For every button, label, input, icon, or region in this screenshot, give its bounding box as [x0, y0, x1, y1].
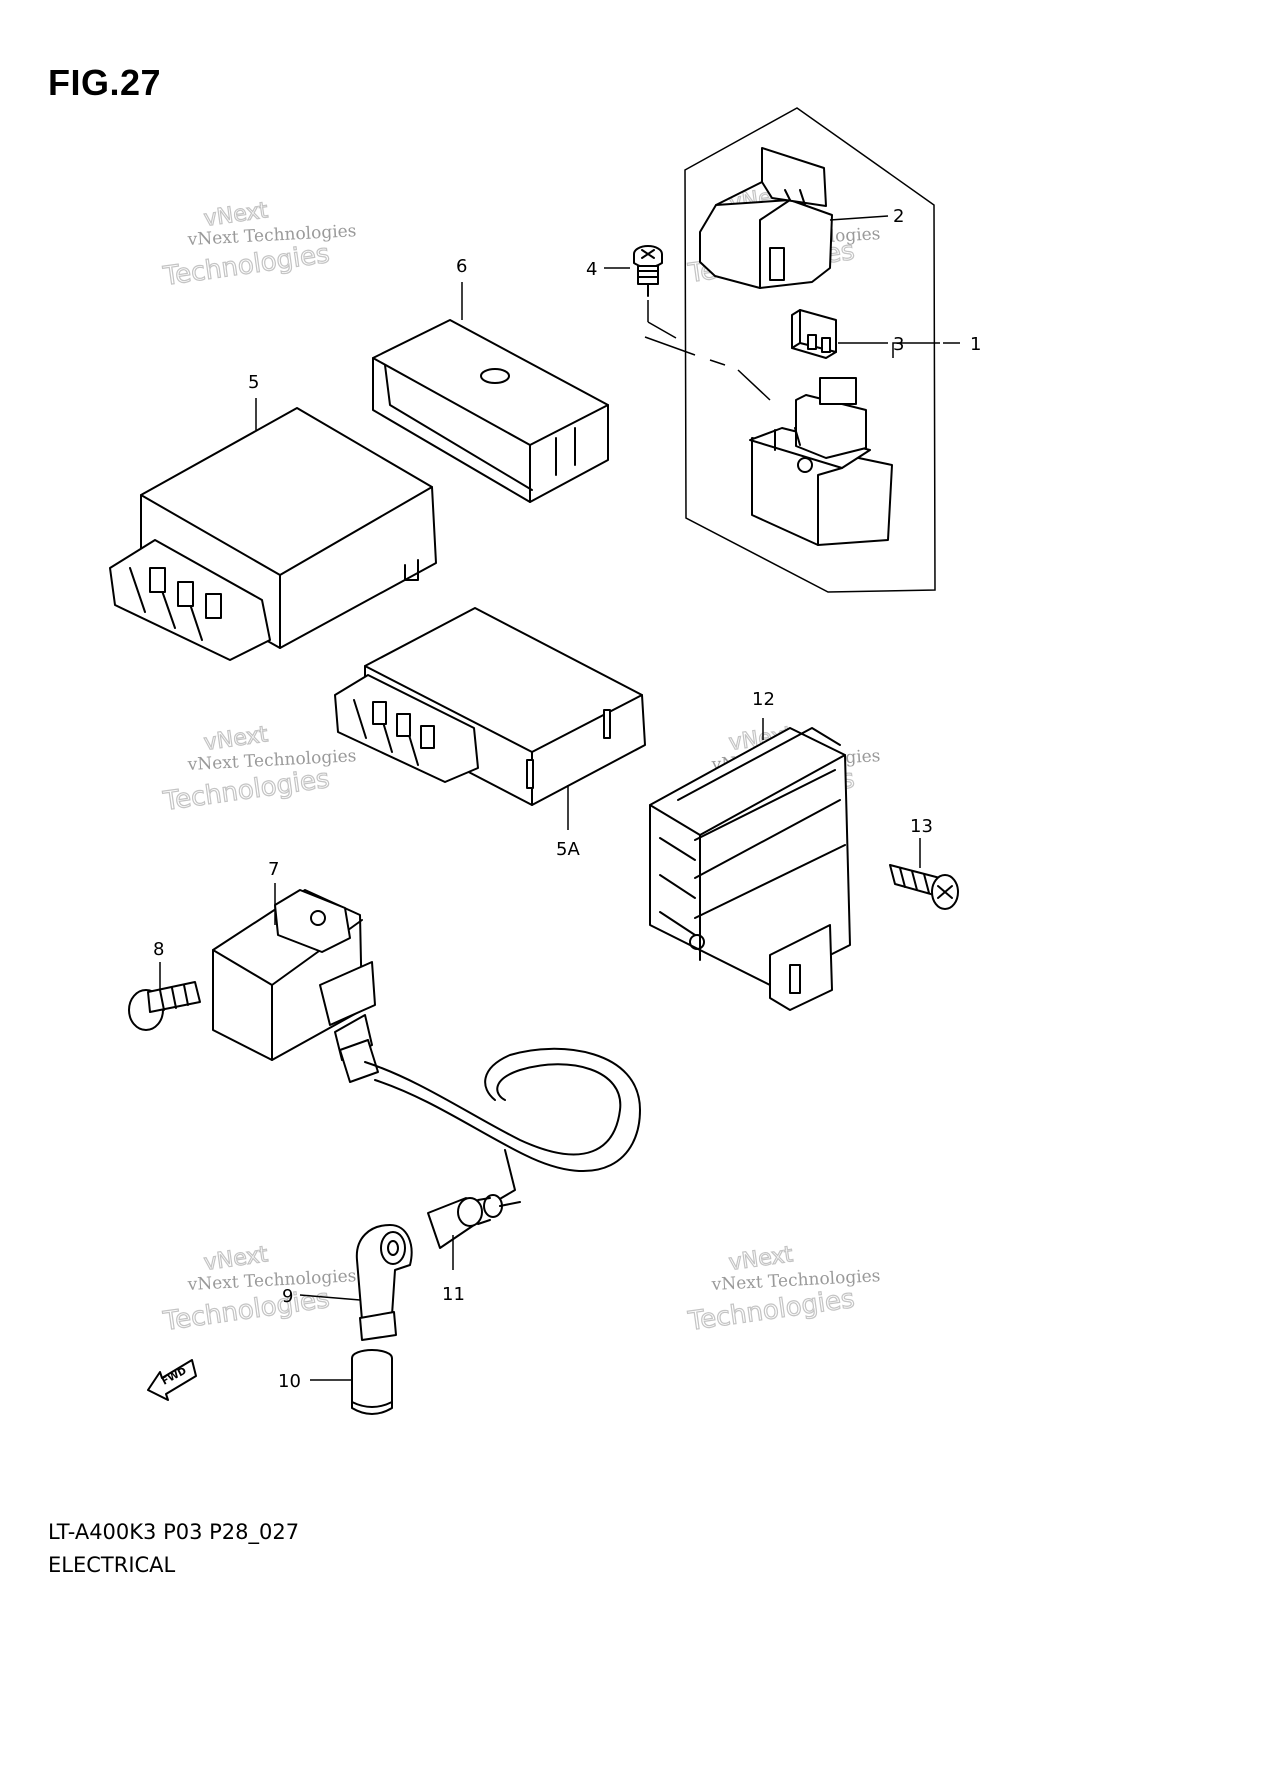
- leader-lines: [159, 215, 960, 1381]
- callout-10: 10: [278, 1371, 301, 1392]
- fuse-part: [791, 309, 837, 359]
- cover-10-part: [351, 1349, 393, 1415]
- relay-cover-part: [699, 147, 833, 289]
- callout-12: 12: [752, 689, 775, 710]
- watermark-top-left: vNext vNext Technologies Technologies: [160, 198, 357, 293]
- relay-mount-line: [644, 336, 771, 401]
- callout-6: 6: [456, 256, 467, 277]
- callout-8: 8: [153, 939, 164, 960]
- watermark-bottom-right: vNext vNext Technologies Technologies: [685, 1242, 881, 1338]
- watermark-mid-left: vNext vNext Technologies Technologies: [160, 722, 357, 818]
- watermark-bottom-left: vNext vNext Technologies Technologies: [160, 1242, 357, 1338]
- callout-11: 11: [442, 1284, 465, 1305]
- callout-3: 3: [893, 334, 904, 355]
- regulator-part: [649, 727, 851, 1011]
- ecm-case-part: [372, 319, 609, 503]
- screw-part: [633, 245, 677, 339]
- callout-2: 2: [893, 206, 904, 227]
- ignition-coil-part: [212, 889, 379, 1083]
- callout-1: 1: [970, 334, 981, 355]
- callout-4: 4: [586, 259, 597, 280]
- section-name: ELECTRICAL: [48, 1553, 176, 1577]
- control-unit-5a-part: [334, 607, 646, 806]
- callout-5: 5: [248, 372, 259, 393]
- forward-arrow-icon: FWD: [147, 1359, 197, 1401]
- bolt-8-part: [128, 981, 201, 1031]
- relay-body-part: [749, 377, 893, 546]
- callout-9: 9: [282, 1286, 293, 1307]
- diagram-code: LT-A400K3 P03 P28_027: [48, 1520, 300, 1544]
- starter-relay-assembly: [644, 107, 936, 593]
- callout-5a: 5A: [556, 839, 580, 860]
- plug-cap-part: [355, 1224, 413, 1341]
- assembly-frame: [684, 107, 936, 593]
- control-unit-part: [109, 407, 437, 661]
- bolt-13-part: [889, 864, 959, 910]
- callout-13: 13: [910, 816, 933, 837]
- callout-7: 7: [268, 859, 279, 880]
- callout-labels: 1 2 3 4 5 5A 6 7 8 9 10 11 12 13: [153, 206, 981, 1392]
- figure-title: FIG.27: [48, 62, 162, 103]
- cap-11-part: [427, 1194, 521, 1249]
- high-tension-cord-part: [364, 1047, 641, 1201]
